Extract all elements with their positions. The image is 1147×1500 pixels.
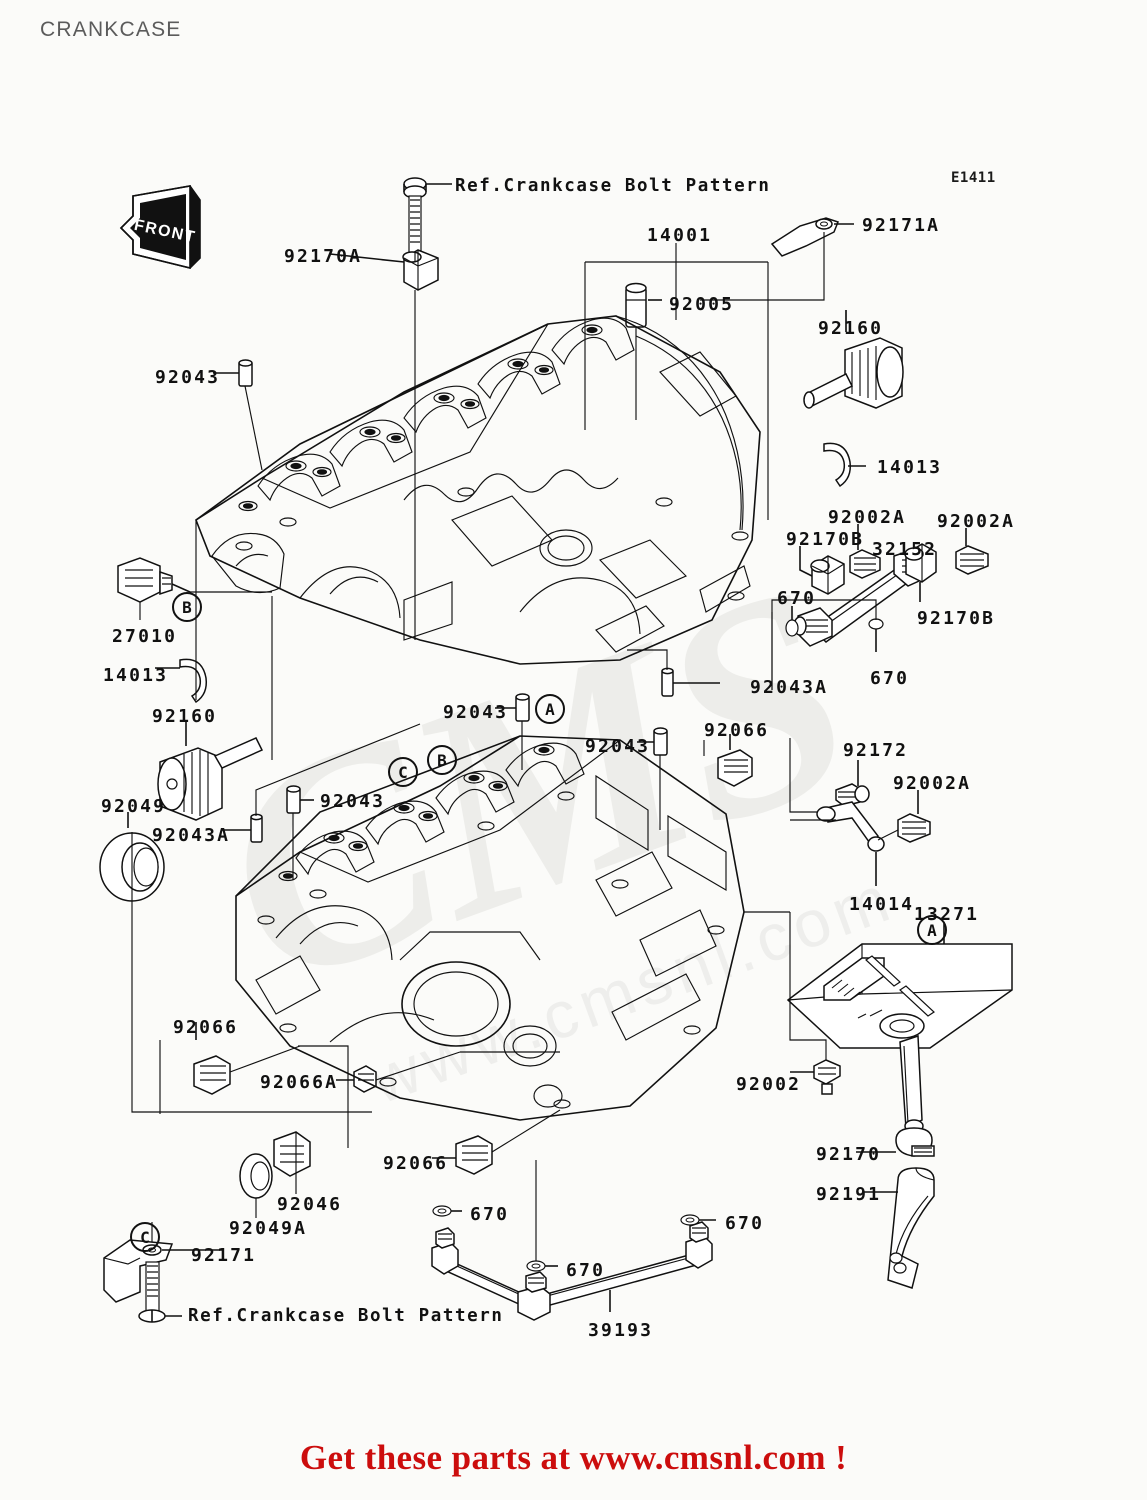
- note-ref-bolt-pattern-top: Ref.Crankcase Bolt Pattern: [455, 176, 771, 196]
- lower-crankcase-half: [235, 735, 745, 1121]
- part-670-oring-r1: [785, 606, 799, 637]
- part-92170-hose-clamp: [856, 1127, 935, 1157]
- assembly-marker-A: A: [917, 915, 947, 945]
- part-number-670: 670: [870, 668, 910, 689]
- part-92049A-seal: [239, 1153, 273, 1218]
- part-pickup-pipe-upper: [899, 1034, 924, 1133]
- assembly-marker-A: A: [535, 694, 565, 724]
- page-title: CRANKCASE: [40, 18, 182, 41]
- footer-promo-text: Get these parts at www.cmsnl.com !: [299, 1438, 848, 1477]
- part-number-92066: 92066: [173, 1017, 239, 1038]
- part-number-27010: 27010: [112, 626, 178, 647]
- part-number-92170A: 92170A: [284, 246, 363, 267]
- part-92066-plug-right: [717, 734, 753, 787]
- part-number-92172: 92172: [843, 740, 909, 761]
- assembly-marker-B: B: [427, 745, 457, 775]
- part-670-oring-b3: [526, 1160, 558, 1272]
- assembly-marker-C: C: [388, 757, 418, 787]
- part-92170A-clamp: [329, 249, 439, 291]
- assembly-marker-C: C: [130, 1222, 160, 1252]
- part-number-92002A: 92002A: [893, 773, 972, 794]
- part-number-14014: 14014: [849, 894, 915, 915]
- part-number-92049A: 92049A: [229, 1218, 308, 1239]
- part-92043-dowel-left: [286, 785, 314, 880]
- part-number-92043: 92043: [155, 367, 221, 388]
- part-92170B-banjo-right: [904, 543, 937, 602]
- part-92005-plug: [625, 282, 662, 420]
- part-number-670: 670: [566, 1260, 606, 1281]
- part-92043-dowel-center-1: [495, 693, 530, 770]
- part-number-14001: 14001: [647, 225, 713, 246]
- part-92043A-pin-left: [222, 723, 421, 843]
- part-number-92043A: 92043A: [750, 677, 829, 698]
- part-number-92002A: 92002A: [937, 511, 1016, 532]
- part-92160-damper-right: [803, 310, 904, 409]
- part-number-92043: 92043: [320, 791, 386, 812]
- assembly-marker-B: B: [172, 592, 202, 622]
- part-92172-bolt: [835, 760, 870, 807]
- part-number-92191: 92191: [816, 1184, 882, 1205]
- part-number-92066A: 92066A: [260, 1072, 339, 1093]
- part-number-92170: 92170: [816, 1144, 882, 1165]
- part-92046-bearing: [273, 1131, 311, 1194]
- part-670-oring-b2: [680, 1214, 716, 1226]
- part-number-32152: 32152: [872, 539, 938, 560]
- part-27010-oil-pressure-switch: [117, 557, 191, 620]
- part-92002-bolt: [789, 912, 841, 1095]
- part-92043A-pin-right: [627, 649, 720, 697]
- front-direction-badge: FRONT: [119, 185, 201, 270]
- part-number-92160: 92160: [152, 706, 218, 727]
- part-number-92046: 92046: [277, 1194, 343, 1215]
- part-92170B-banjo-left: [799, 546, 845, 595]
- part-number-92049: 92049: [101, 796, 167, 817]
- part-number-92066: 92066: [704, 720, 770, 741]
- part-39193-oil-pipe: [431, 1221, 713, 1321]
- part-92002A-bolt-1: [849, 524, 881, 579]
- part-92002A-bolt-3: [877, 790, 931, 843]
- part-number-670: 670: [725, 1213, 765, 1234]
- part-number-670: 670: [777, 588, 817, 609]
- part-number-92160: 92160: [818, 318, 884, 339]
- part-92171A-bracket: [700, 217, 854, 301]
- part-number-92170B: 92170B: [917, 608, 996, 629]
- part-number-92043: 92043: [585, 736, 651, 757]
- part-number-92171: 92171: [191, 1245, 257, 1266]
- part-number-92002A: 92002A: [828, 507, 907, 528]
- bottom-reference-bolt: [138, 1261, 182, 1323]
- part-number-39193: 39193: [588, 1320, 654, 1341]
- part-number-92002: 92002: [736, 1074, 802, 1095]
- part-92160-damper-left: [157, 722, 264, 821]
- part-number-92170B: 92170B: [786, 529, 865, 550]
- part-number-92043A: 92043A: [152, 825, 231, 846]
- part-670-oring-b1: [432, 1205, 462, 1217]
- leader-14001: [584, 243, 769, 520]
- part-92191-hose: [862, 1167, 935, 1289]
- part-number-14013: 14013: [877, 457, 943, 478]
- part-92066-plug-left: [193, 1022, 301, 1095]
- part-number-670: 670: [470, 1204, 510, 1225]
- upper-crankcase-half: [195, 315, 761, 665]
- sheet-code: E1411: [951, 170, 996, 186]
- part-number-92043: 92043: [443, 702, 509, 723]
- part-number-92171A: 92171A: [862, 215, 941, 236]
- part-92043-dowel-topleft: [213, 359, 263, 471]
- part-number-92066: 92066: [383, 1153, 449, 1174]
- part-14013-circlip-right: [823, 442, 866, 488]
- part-92002A-bolt-2: [955, 528, 989, 575]
- note-ref-bolt-pattern-bottom: Ref.Crankcase Bolt Pattern: [188, 1306, 504, 1326]
- part-number-92005: 92005: [669, 294, 735, 315]
- part-14014-arm: [789, 738, 885, 886]
- part-92043-dowel-center-2: [637, 727, 668, 830]
- part-number-14013: 14013: [103, 665, 169, 686]
